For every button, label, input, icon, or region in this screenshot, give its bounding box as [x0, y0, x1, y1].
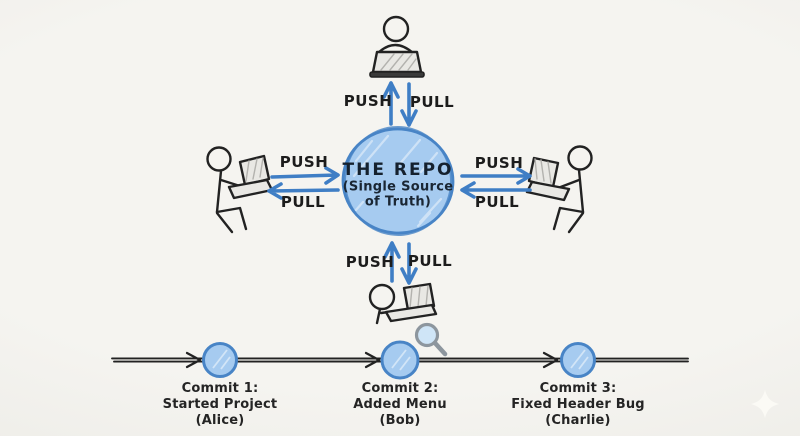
commit-node-2 — [380, 340, 420, 380]
commit-3-description: Fixed Header Bug — [511, 397, 645, 412]
label-pull-bottom: PULL — [407, 252, 453, 270]
person-bottom-icon — [368, 282, 438, 325]
timeline-arrowheads — [185, 351, 559, 369]
arrow-right-pull — [460, 181, 532, 199]
hatch-lines — [245, 157, 264, 182]
magnifier-icon — [414, 322, 448, 357]
commit-2-title: Commit 2: — [361, 381, 439, 396]
magnifier-lens — [414, 322, 440, 348]
sparkle-icon — [751, 390, 779, 418]
timeline-arrowhead-1 — [185, 351, 202, 369]
person-left-body — [215, 169, 223, 214]
commit-1-title: Commit 1: — [181, 381, 259, 396]
arrow-left-push — [270, 166, 340, 185]
label-pull-left: PULL — [280, 193, 326, 211]
arrow-top-pull — [400, 82, 418, 127]
hatch-lines — [380, 53, 417, 71]
person-right-head — [567, 145, 593, 171]
person-bottom-body — [375, 307, 382, 325]
person-right-icon — [525, 145, 593, 234]
laptop-left-base — [227, 178, 274, 200]
person-left-head — [206, 146, 232, 172]
hatch-lines — [409, 285, 429, 309]
label-pull-right: PULL — [474, 193, 520, 211]
person-top-shoulders — [376, 43, 415, 55]
hatch-lines — [212, 349, 589, 371]
commit-nodes — [202, 340, 596, 380]
person-top-head — [382, 15, 410, 43]
person-left-legs — [215, 206, 248, 234]
laptop-top-icon — [369, 50, 425, 78]
label-push-bottom: PUSH — [345, 253, 395, 271]
laptop-top-base — [369, 71, 425, 78]
laptop-right-icon — [525, 156, 571, 202]
commit-1-label: Commit 1: Started Project (Alice) — [163, 381, 278, 429]
person-bottom-head — [368, 283, 396, 311]
person-left-icon — [206, 146, 274, 234]
laptop-left-icon — [227, 154, 274, 200]
label-push-right: PUSH — [474, 154, 524, 172]
hatch-lines — [534, 158, 552, 184]
laptop-bottom-base — [384, 303, 438, 323]
commit-3-label: Commit 3: Fixed Header Bug (Charlie) — [511, 381, 645, 429]
repo-node — [341, 126, 455, 236]
person-right-body — [577, 168, 585, 214]
commit-1-description: Started Project — [162, 397, 278, 412]
hatch-lines — [352, 134, 443, 228]
commit-2-description: Added Menu — [353, 397, 447, 412]
commit-2-label: Commit 2: Added Menu (Bob) — [353, 381, 447, 429]
commit-2-author: (Bob) — [379, 413, 421, 428]
arrow-top-push — [382, 81, 400, 126]
push-pull-arrows — [267, 81, 532, 285]
laptop-right-base — [525, 180, 571, 202]
commit-3-title: Commit 3: — [539, 381, 617, 396]
person-top-icon — [369, 15, 425, 78]
commit-1-author: (Alice) — [195, 413, 245, 428]
arrow-right-push — [460, 167, 532, 185]
label-pull-top: PULL — [409, 93, 455, 111]
commit-3-author: (Charlie) — [545, 413, 611, 428]
repo-subtitle-line1: (Single Source — [342, 179, 454, 195]
person-right-legs — [552, 206, 585, 234]
label-push-left: PUSH — [279, 153, 329, 171]
timeline-arrowhead-2 — [364, 351, 381, 369]
label-push-top: PUSH — [343, 92, 393, 110]
repo-subtitle-line2: of Truth) — [364, 194, 432, 210]
timeline-arrowhead-3 — [542, 351, 559, 369]
magnifier-handle — [432, 340, 448, 357]
arrow-bottom-pull — [400, 242, 418, 285]
repo-circle-sketch-stroke — [343, 126, 453, 236]
arrow-bottom-push — [383, 241, 401, 283]
arrow-left-pull — [267, 182, 340, 200]
repo-title: THE REPO — [342, 160, 454, 180]
repo-circle — [341, 127, 455, 235]
laptop-bottom-icon — [384, 282, 438, 323]
